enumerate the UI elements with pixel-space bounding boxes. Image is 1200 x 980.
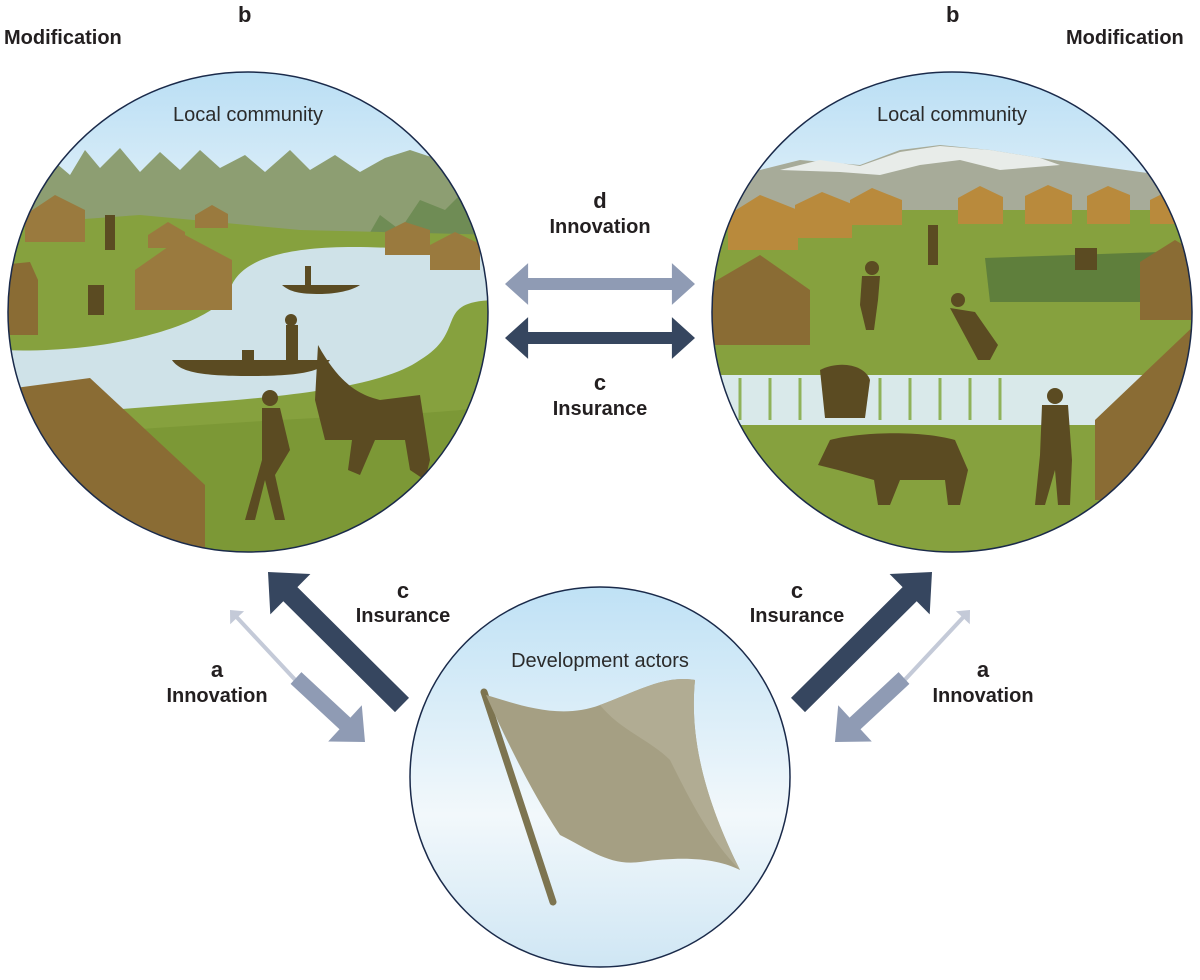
insurance-arrow-left <box>268 572 409 713</box>
insurance-double-arrow <box>505 317 695 359</box>
modification-label-left: Modification <box>4 27 122 49</box>
a-left-innovation-label: Innovation <box>166 685 268 707</box>
right-rice-plants <box>738 378 1002 420</box>
arrows-layer <box>230 263 970 742</box>
innovation-arrow-right-up <box>898 610 970 687</box>
right-community-circle <box>711 71 1193 553</box>
right-circle-title: Local community <box>876 104 1028 126</box>
right-silhouettes <box>818 225 1097 505</box>
c-right-insurance-label: Insurance <box>749 605 845 627</box>
left-circle-title: Local community <box>172 104 324 126</box>
innovation-arrow-right-down <box>835 672 910 742</box>
c-mid-insurance-label: Insurance <box>552 398 648 420</box>
innovation-double-arrow <box>505 263 695 305</box>
b-label-left: b <box>238 2 252 27</box>
development-actors-circle <box>409 586 791 968</box>
d-letter: d <box>593 188 607 213</box>
a-right-letter: a <box>976 657 990 682</box>
d-innovation-label: Innovation <box>549 216 651 238</box>
left-silhouettes <box>88 215 430 520</box>
a-left-letter: a <box>210 657 224 682</box>
flag-icon <box>480 679 740 906</box>
c-left-insurance-label: Insurance <box>355 605 451 627</box>
left-river <box>8 246 488 422</box>
c-mid-letter: c <box>593 370 607 395</box>
innovation-arrow-left-up <box>230 610 302 687</box>
c-left-letter: c <box>396 578 410 603</box>
left-community-circle <box>7 71 489 553</box>
c-right-letter: c <box>790 578 804 603</box>
bottom-circle-title: Development actors <box>511 650 689 672</box>
insurance-arrow-right <box>791 572 932 713</box>
modification-label-right: Modification <box>1066 27 1184 49</box>
a-right-innovation-label: Innovation <box>932 685 1034 707</box>
innovation-arrow-left-down <box>290 672 365 742</box>
b-label-right: b <box>946 2 960 27</box>
